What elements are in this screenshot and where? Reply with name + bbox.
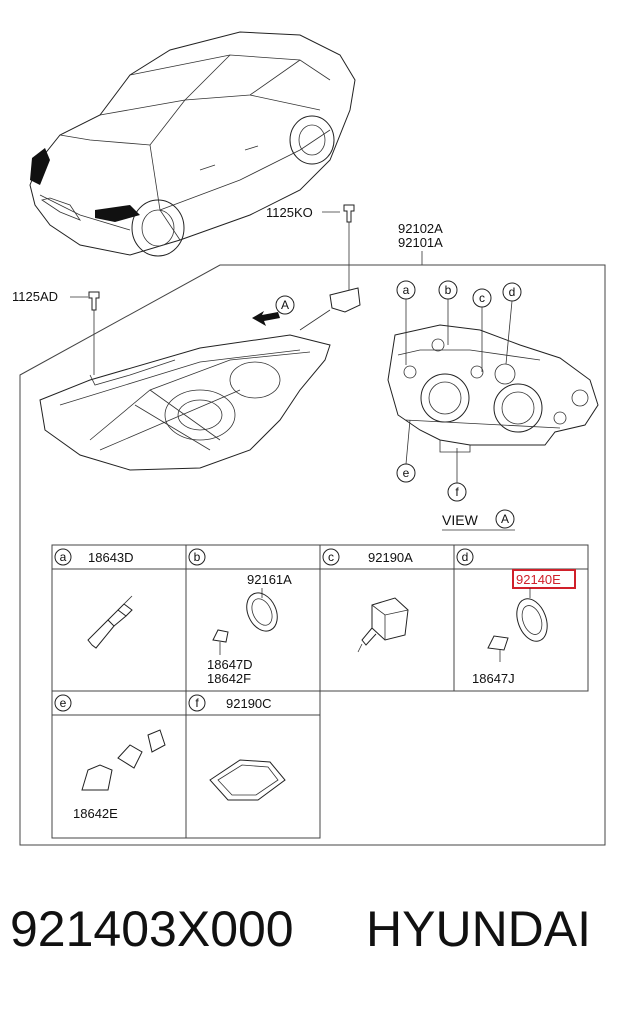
- cell-b-code-18642f: 18642F: [207, 671, 251, 686]
- cell-f: f 92190C: [188, 694, 286, 801]
- bulb-h7-icon: [87, 595, 133, 649]
- callout-1125ad: 1125AD: [12, 289, 58, 304]
- headlamp-front-view: [39, 287, 361, 471]
- cell-e-letter: e: [60, 696, 67, 710]
- marker-f: f: [455, 485, 459, 499]
- view-label-letter: A: [501, 512, 509, 526]
- brand-name: HYUNDAI: [366, 901, 592, 957]
- marker-c: c: [479, 291, 485, 305]
- part-number: 921403X000: [10, 901, 294, 957]
- cell-d-code-18647j: 18647J: [472, 671, 515, 686]
- marker-b: b: [445, 283, 452, 297]
- cell-d: d 92140E 18647J: [456, 548, 576, 686]
- cell-b: b 92161A 18647D 18642F: [188, 548, 292, 686]
- highlight-box: [512, 569, 576, 589]
- marker-d: d: [509, 285, 516, 299]
- cell-c: c 92190A: [322, 548, 413, 653]
- cell-e: e 18642E: [54, 694, 166, 821]
- callout-92101a: 92101A: [398, 235, 443, 250]
- bulb-h11-icon: [212, 629, 229, 655]
- detail-markers: a b c d e f: [396, 280, 522, 502]
- cell-a-code: 18643D: [88, 550, 134, 565]
- cell-b-code-92161a: 92161A: [247, 572, 292, 587]
- bulb-socket-icon: [81, 729, 166, 791]
- cell-b-letter: b: [194, 550, 201, 564]
- car-illustration: [29, 31, 356, 257]
- headlamp-rear-view: [387, 324, 599, 453]
- gasket-cover-icon: [209, 759, 286, 801]
- parts-grid: [51, 544, 589, 839]
- dust-cap-d-icon: [516, 598, 548, 642]
- cell-c-code: 92190A: [368, 550, 413, 565]
- view-label: VIEW: [442, 512, 479, 528]
- bolt-1125ad: 1125AD: [12, 289, 100, 375]
- marker-e: e: [403, 466, 410, 480]
- cell-f-code: 92190C: [226, 696, 272, 711]
- callout-92102a: 92102A: [398, 221, 443, 236]
- bolt-1125ko: 1125KO: [266, 204, 355, 290]
- marker-a: a: [403, 283, 410, 297]
- cell-d-code-92140e: 92140E: [516, 572, 561, 587]
- assembly-frame: [19, 264, 606, 846]
- callout-1125ko: 1125KO: [266, 205, 313, 220]
- dust-cap-icon: [246, 592, 278, 632]
- cell-c-letter: c: [328, 550, 334, 564]
- cell-a: a 18643D: [54, 548, 134, 649]
- cell-a-letter: a: [60, 550, 67, 564]
- view-marker-letter: A: [281, 298, 289, 312]
- bulb-d-icon: [487, 635, 509, 662]
- view-marker: [275, 295, 295, 315]
- view-arrow-icon: [252, 311, 280, 326]
- cell-f-letter: f: [195, 696, 199, 710]
- cell-e-code-18642e: 18642E: [73, 806, 118, 821]
- hid-ballast-icon: [357, 597, 409, 653]
- cell-d-letter: d: [462, 550, 469, 564]
- cell-b-code-18647d: 18647D: [207, 657, 253, 672]
- footer: 921403X000 HYUNDAI: [0, 900, 620, 980]
